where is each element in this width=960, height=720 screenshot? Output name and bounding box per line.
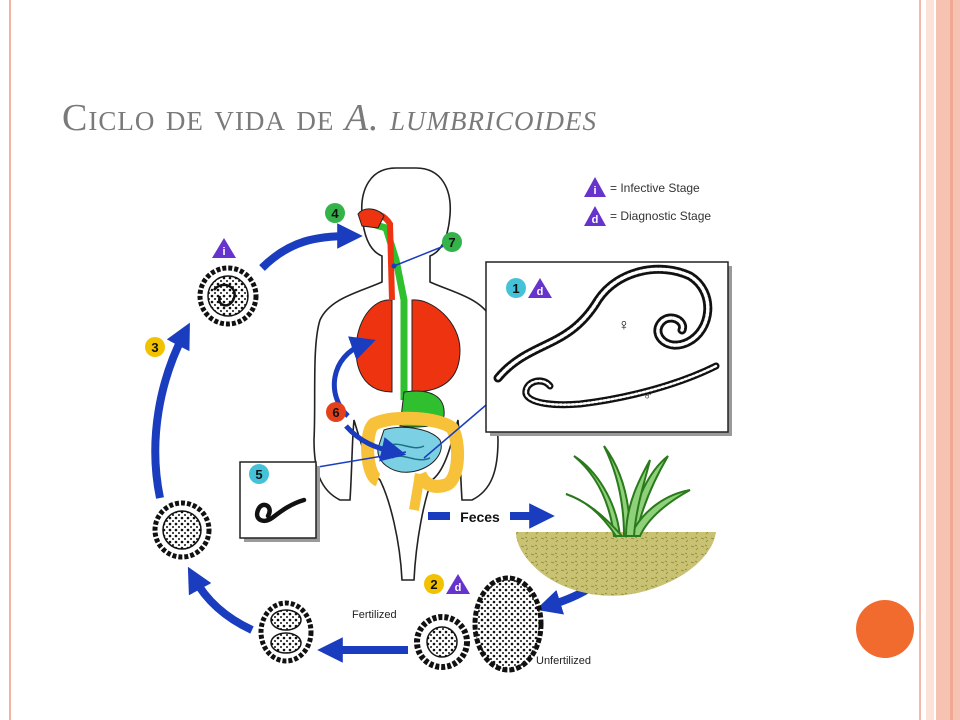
feces-label-bg bbox=[450, 507, 510, 525]
female-worm-inner bbox=[496, 267, 710, 380]
larva bbox=[254, 497, 307, 523]
step-4-circle bbox=[325, 203, 345, 223]
diagnostic-badge-step-1 bbox=[528, 278, 552, 298]
step-1-circle bbox=[506, 278, 526, 298]
legend-infective-label: = Infective Stage bbox=[610, 181, 700, 195]
step-4-number: 4 bbox=[331, 206, 339, 221]
legend: i = Infective Stage d = Diagnostic Stage bbox=[584, 177, 711, 226]
soil bbox=[516, 532, 716, 596]
frame-right-band bbox=[936, 0, 960, 720]
frame-left-line bbox=[9, 0, 11, 720]
diagnostic-badge-step-2-text: d bbox=[455, 582, 462, 594]
egg-fertilized bbox=[414, 614, 470, 670]
step-3-number: 3 bbox=[151, 340, 158, 355]
pointer-step-5 bbox=[311, 451, 407, 469]
grass bbox=[565, 445, 691, 537]
frame-right-stripe bbox=[950, 0, 953, 720]
pointer-step-7-end bbox=[391, 263, 397, 269]
fertilized-label: Fertilized bbox=[352, 609, 397, 621]
unfertilized-label: Unfertilized bbox=[536, 655, 591, 667]
step-6-number: 6 bbox=[332, 405, 339, 420]
egg-embryonated bbox=[152, 500, 212, 560]
legend-infective-triangle bbox=[584, 177, 606, 197]
step-5-number: 5 bbox=[255, 467, 262, 482]
egg-infective bbox=[197, 265, 259, 327]
legend-diagnostic-label: = Diagnostic Stage bbox=[610, 209, 711, 223]
step-7-circle bbox=[442, 232, 462, 252]
arrow-egg-to-mouth bbox=[259, 223, 363, 271]
diagnostic-badge-step-2 bbox=[446, 574, 470, 594]
male-symbol: ♂ bbox=[643, 388, 653, 403]
pointer-step-7 bbox=[393, 245, 445, 267]
feces-label: Feces bbox=[460, 509, 500, 525]
rectum bbox=[409, 473, 425, 511]
slide-title: Ciclo de vida de A. lumbricoides bbox=[62, 96, 597, 140]
infective-stage-badge-text: i bbox=[222, 246, 225, 258]
step-1-number: 1 bbox=[512, 281, 519, 296]
step-7-number: 7 bbox=[448, 235, 455, 250]
female-symbol: ♀ bbox=[618, 317, 630, 334]
frame-right-band-light bbox=[926, 0, 934, 720]
arrow-lungs-to-intestine bbox=[344, 424, 407, 462]
step-6-circle bbox=[326, 402, 346, 422]
egg-unfertilized bbox=[472, 575, 544, 673]
mouth-region bbox=[357, 208, 385, 229]
arrow-cleavage-to-embryonated bbox=[187, 566, 254, 634]
right-lung bbox=[411, 299, 461, 393]
frame-right-line bbox=[919, 0, 921, 720]
step-5-circle bbox=[249, 464, 269, 484]
arrow-embryonated-to-infective bbox=[151, 322, 190, 499]
legend-diagnostic-triangle bbox=[584, 206, 606, 226]
step-2-number: 2 bbox=[430, 577, 437, 592]
step-2-circle bbox=[424, 574, 444, 594]
egg-cleavage bbox=[258, 600, 314, 664]
title-prefix: Ciclo de vida de bbox=[62, 97, 345, 139]
life-cycle-diagram: ♀ ♂ i = Infective Stage bbox=[130, 162, 770, 692]
large-intestine bbox=[361, 411, 465, 493]
legend-infective-marker: i bbox=[593, 185, 596, 197]
legend-diagnostic-marker: d bbox=[592, 214, 599, 226]
accent-circle bbox=[856, 600, 914, 658]
step-3-circle bbox=[145, 337, 165, 357]
title-species: A. lumbricoides bbox=[344, 97, 597, 139]
diagnostic-badge-step-1-text: d bbox=[537, 286, 544, 298]
male-worm-inner bbox=[524, 364, 718, 406]
infective-stage-badge bbox=[212, 238, 236, 258]
